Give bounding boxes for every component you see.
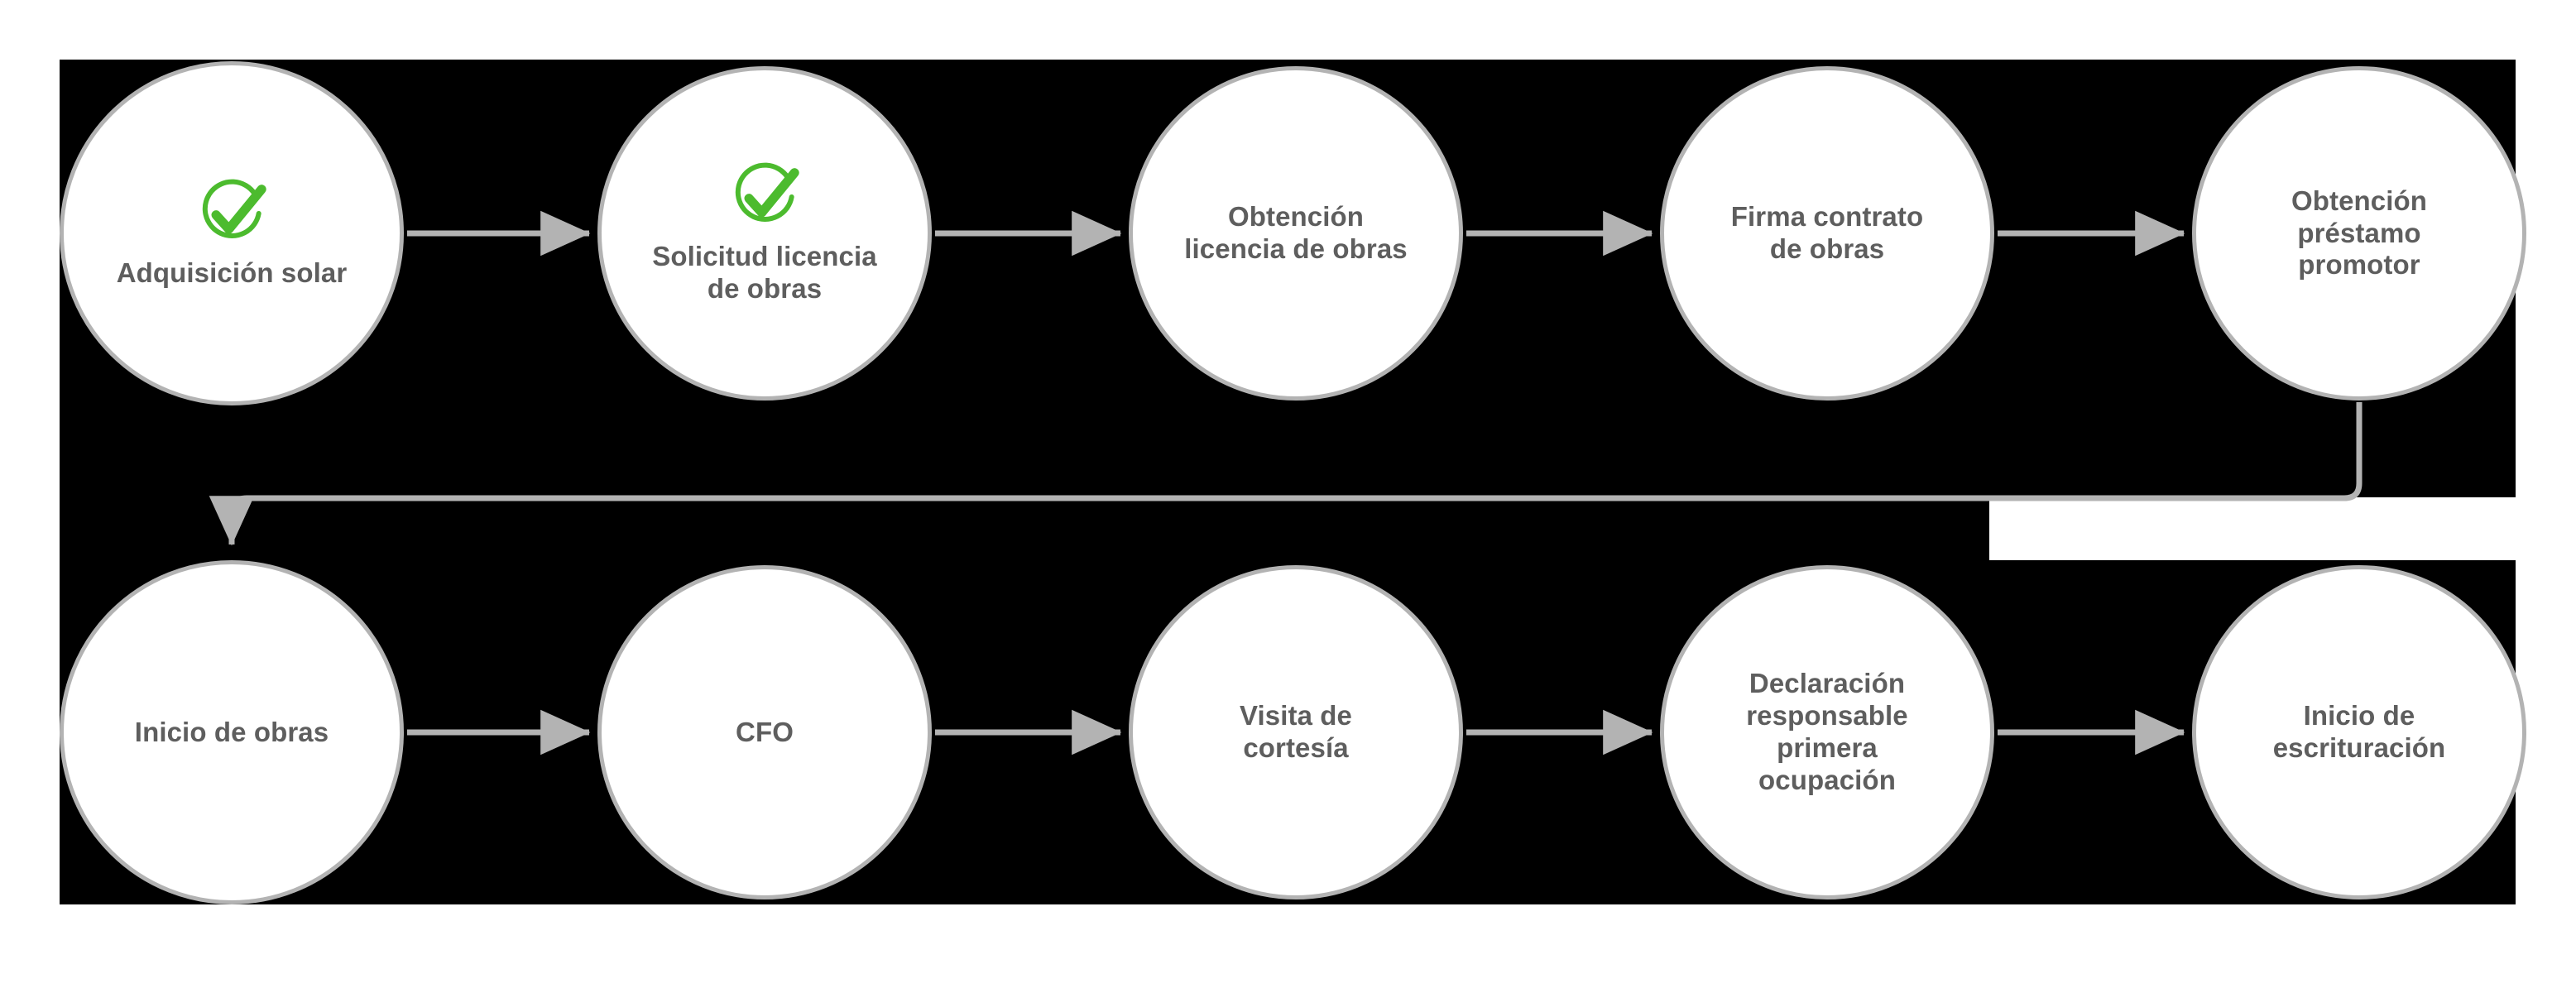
process-node-inicio-de-escrituracion[interactable]: Inicio de escrituración xyxy=(2192,565,2526,899)
process-node-obtencion-prestamo-promotor[interactable]: Obtención préstamo promotor xyxy=(2192,66,2526,401)
node-label: Obtención licencia de obras xyxy=(1184,201,1408,264)
check-circle-icon xyxy=(729,161,800,233)
node-label: Obtención préstamo promotor xyxy=(2291,185,2428,281)
node-label: Inicio de obras xyxy=(134,716,329,747)
process-node-visita-de-cortesia[interactable]: Visita de cortesía xyxy=(1129,565,1463,899)
node-label: Adquisición solar xyxy=(116,257,348,288)
node-label: Solicitud licencia de obras xyxy=(652,241,877,304)
check-circle-icon xyxy=(196,178,267,249)
process-node-solicitud-licencia-obras[interactable]: Solicitud licencia de obras xyxy=(597,66,932,401)
node-label: Inicio de escrituración xyxy=(2272,700,2446,763)
process-node-cfo[interactable]: CFO xyxy=(597,565,932,899)
process-node-inicio-de-obras[interactable]: Inicio de obras xyxy=(60,560,404,904)
node-label: CFO xyxy=(736,716,794,747)
node-label: Visita de cortesía xyxy=(1239,700,1353,763)
node-label: Declaración responsable primera ocupació… xyxy=(1746,668,1908,795)
background-notch-rectangle xyxy=(1989,497,2576,560)
process-node-firma-contrato-obras[interactable]: Firma contrato de obras xyxy=(1660,66,1994,401)
process-node-obtencion-licencia-obras[interactable]: Obtención licencia de obras xyxy=(1129,66,1463,401)
process-node-adquisicion-solar[interactable]: Adquisición solar xyxy=(60,61,404,405)
process-node-declaracion-responsable-primera-ocupacion[interactable]: Declaración responsable primera ocupació… xyxy=(1660,565,1994,899)
node-label: Firma contrato de obras xyxy=(1730,201,1924,264)
